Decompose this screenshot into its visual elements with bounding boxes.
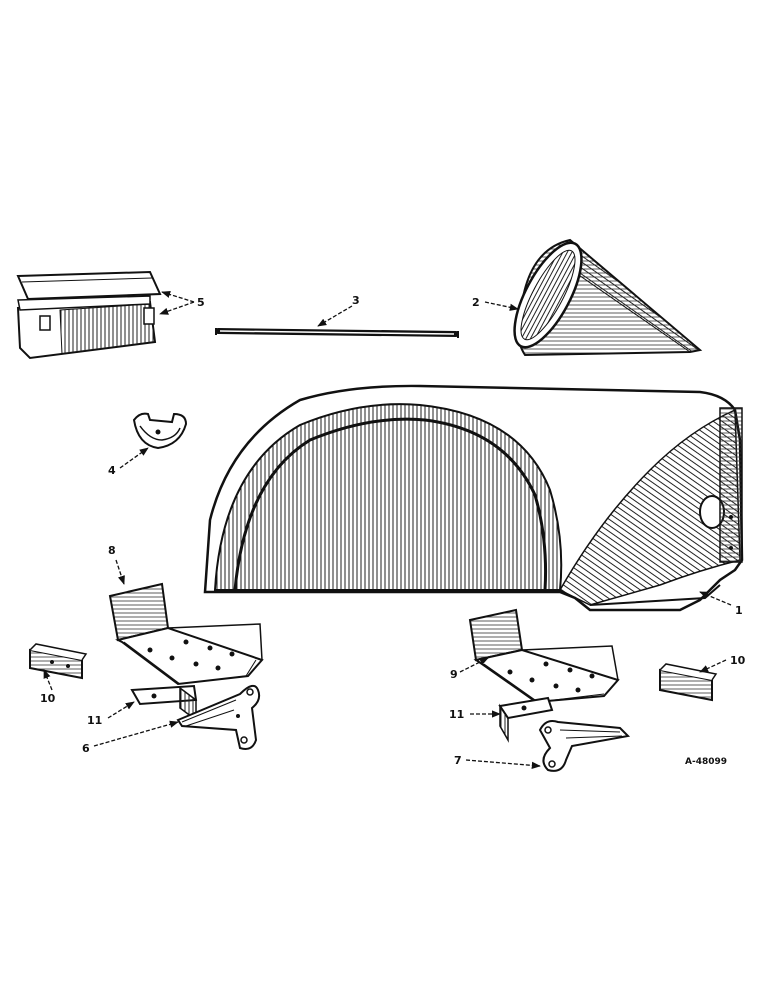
callout-3: 3 [352, 294, 360, 307]
callout-6: 6 [82, 742, 90, 755]
callout-11-left: 11 [87, 714, 102, 727]
toolbox-part [16, 270, 162, 360]
fender-part [203, 384, 744, 612]
leader-lines [43, 290, 732, 769]
callout-8: 8 [108, 544, 116, 557]
support-arm-right-part [538, 720, 631, 772]
channel-bracket-right-part [659, 663, 718, 702]
channel-bracket-left-part [29, 643, 88, 680]
reference-number: A-48099 [685, 757, 727, 767]
callout-10-right: 10 [730, 654, 746, 667]
support-arm-left-part [176, 684, 261, 750]
angle-bracket-left-part [130, 684, 198, 722]
callout-4: 4 [108, 464, 116, 477]
step-plate-left-part [108, 582, 264, 686]
cone-shield-part [513, 238, 703, 357]
rod-part [215, 328, 459, 338]
callout-11-right: 11 [449, 708, 464, 721]
angle-bracket-right-part [498, 696, 554, 743]
callout-10-left: 10 [40, 692, 56, 705]
callout-9: 9 [450, 668, 458, 681]
callout-7: 7 [454, 754, 462, 767]
callout-1: 1 [735, 604, 743, 617]
callout-2: 2 [472, 296, 480, 309]
curved-bracket-part [132, 412, 188, 450]
callout-5: 5 [197, 296, 205, 309]
step-plate-right-part [468, 608, 620, 704]
